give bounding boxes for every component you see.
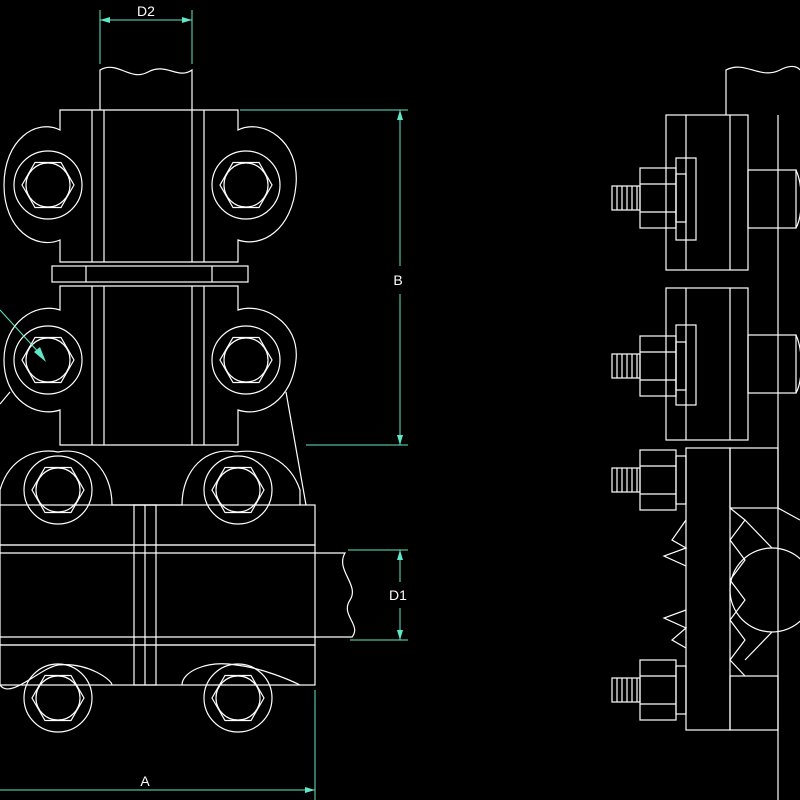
- dimension-d1: D1: [348, 549, 416, 641]
- hex-bolt-icon: [23, 455, 93, 525]
- hex-bolt-icon: [23, 663, 93, 733]
- dim-label-b: B: [393, 272, 402, 288]
- dimension-b: B: [240, 109, 412, 446]
- upper-conductor: [99, 66, 193, 110]
- hex-bolt-icon: [203, 663, 273, 733]
- front-view: [0, 66, 356, 733]
- side-bolt-icon: [611, 449, 687, 511]
- hex-bolt-icon: [13, 150, 83, 220]
- hex-bolt-icon: [203, 455, 273, 525]
- dim-label-d2: D2: [137, 3, 155, 19]
- dim-label-a: A: [140, 773, 150, 789]
- dimension-d2: D2: [99, 3, 193, 64]
- side-view: [611, 65, 800, 800]
- lower-conductor: [315, 552, 356, 638]
- dim-label-d1: D1: [389, 587, 407, 603]
- hex-bolt-icon: [211, 325, 281, 395]
- side-bolt-icon: [611, 167, 687, 229]
- hex-bolt-icon: [211, 150, 281, 220]
- conductor-section: [729, 547, 800, 633]
- side-bolt-icon: [611, 335, 687, 397]
- dimension-a: A: [0, 690, 316, 800]
- upper-clamp-body: [3, 109, 297, 263]
- side-bolt-icon: [611, 659, 687, 721]
